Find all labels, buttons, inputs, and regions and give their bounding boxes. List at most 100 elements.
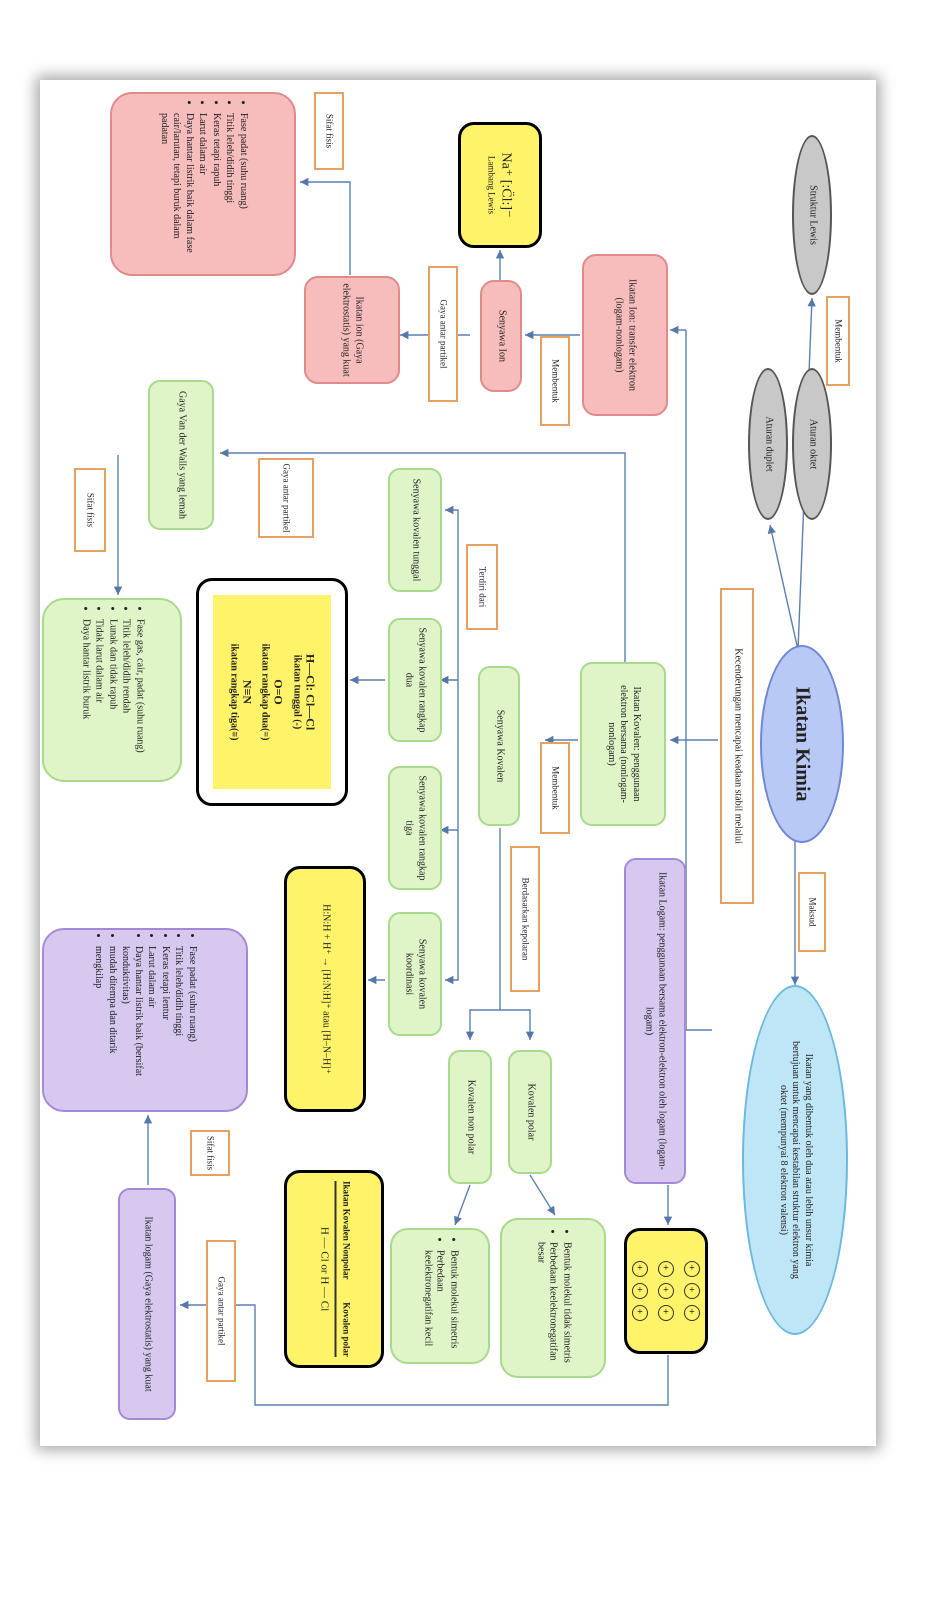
- lattice-ion: +: [632, 1283, 648, 1299]
- lambang-lewis-text: Lambang Lewis: [486, 155, 497, 215]
- box-sifat-kov: Fase gas, cair, padat (suhu ruang) Titik…: [42, 598, 182, 782]
- box-sifat-ion: Fase padat (suhu ruang) Titik leleh/didi…: [110, 92, 296, 276]
- node-ikatan-ion-kuat: Ikatan ion (Gaya elektrostatis) yang kua…: [304, 276, 400, 384]
- sifat-ion-item: Larut dalam air: [196, 113, 208, 269]
- metal-lattice-grid: + + + + + + + + +: [631, 1261, 701, 1321]
- koordinasi-content: H:N:H + H⁺ → [H:N:H]⁺ atau [H–N–H]⁺: [319, 874, 332, 1104]
- lewis-na-cl-text: Na⁺ [:C̈l:]⁻: [498, 152, 514, 218]
- node-kovalen-nonpolar: Kovalen non polar: [448, 1050, 492, 1184]
- sifat-fisis-kov-text: Sifat fisis: [85, 492, 96, 528]
- lattice-ion: +: [658, 1261, 674, 1277]
- sifat-kov-content: Fase gas, cair, padat (suhu ruang) Titik…: [78, 605, 147, 775]
- lattice-ion: +: [658, 1305, 674, 1321]
- box-polar-props: Bentuk molekul tidak simetris Perbedaan …: [500, 1218, 606, 1378]
- lattice-ion: +: [632, 1305, 648, 1321]
- label-gaya-antar-kov: Gaya antar partikel: [258, 458, 314, 538]
- node-kov-tiga: Senyawa kovalen rangkap tiga: [388, 766, 442, 890]
- membentuk-top-text: Membentuk: [833, 319, 844, 363]
- bond-types-content: H—Cl: Cl—Cl ikatan tunggal (-) O=O ikata…: [227, 594, 317, 790]
- bond-rangkap-dua: ikatan rangkap dua(=): [259, 643, 271, 741]
- polar-scale-content: Ikatan Kovalen Nonpolar Kovalen polar H …: [317, 1181, 352, 1357]
- sifat-kov-item: Fase gas, cair, padat (suhu ruang): [133, 619, 145, 775]
- nonpolar-item: Perbedaan keelektronegatifan kecil: [421, 1250, 446, 1356]
- bond-types-fill: [213, 595, 331, 789]
- sifat-logam-item: Fase padat (suhu ruang): [186, 946, 198, 1108]
- bond-tunggal: ikatan tunggal (-): [291, 654, 303, 730]
- polar-scale-arrow: [334, 1181, 337, 1357]
- gaya-antar-ion-text: Gaya antar partikel: [438, 299, 449, 369]
- kov-tunggal-text: Senyawa kovalen tunggal: [410, 478, 422, 582]
- box-lambang-lewis: Na⁺ [:C̈l:]⁻ Lambang Lewis: [458, 122, 542, 248]
- koordinasi-left: H:N:H + H⁺: [320, 904, 332, 955]
- aturan-duplet-text: Aturan duplet: [763, 416, 775, 472]
- polar-scale-left: Ikatan Kovalen Nonpolar: [341, 1181, 352, 1280]
- struktur-lewis-text: Struktur Lewis: [807, 185, 819, 245]
- label-gaya-antar-ion: Gaya antar partikel: [428, 266, 458, 402]
- polar-item: Perbedaan keelektronegatifan besar: [534, 1242, 559, 1368]
- sifat-logam-item: mengkilap: [92, 946, 105, 1108]
- node-senyawa-ion: Senyawa Ion: [480, 280, 522, 392]
- sifat-logam-item: Keras tetapi lentur: [159, 946, 171, 1108]
- node-van-der-waals: Gaya Van der Walls yang lemah: [148, 380, 214, 530]
- box-nonpolar-props: Bentuk molekul simetris Perbedaan keelek…: [390, 1228, 490, 1364]
- box-sifat-logam: Fase padat (suhu ruang) Titik leleh/didi…: [42, 928, 248, 1112]
- bond-rangkap-tiga: ikatan rangkap tiga(≡): [228, 643, 240, 741]
- label-membentuk-kov: Membentuk: [540, 742, 570, 834]
- sifat-kov-item: Tidak larut dalam air: [92, 619, 105, 775]
- node-ikatan-ion: Ikatan Ion: transfer elektron (logam-non…: [582, 254, 668, 416]
- oval-struktur-lewis: Struktur Lewis: [792, 135, 832, 295]
- label-gaya-antar-logam: Gaya antar partikel: [206, 1240, 236, 1382]
- sifat-kov-item: Daya hantar listrik buruk: [79, 619, 91, 775]
- ikatan-ion-kuat-text: Ikatan ion (Gaya elektrostatis) yang kua…: [341, 283, 365, 377]
- label-kecenderungan: Kecenderungan mencapai keadaan stabil me…: [720, 588, 754, 904]
- sifat-kov-item: Titik leleh/didih rendah: [119, 619, 132, 775]
- label-terdiri-dari: Terdiri dari: [466, 544, 498, 630]
- aturan-oktet-text: Aturan oktet: [807, 418, 819, 470]
- sifat-logam-item: mudah ditempa dan ditarik: [106, 946, 118, 1108]
- sifat-logam-content: Fase padat (suhu ruang) Titik leleh/didi…: [91, 932, 199, 1108]
- lattice-ion: +: [658, 1283, 674, 1299]
- van-der-waals-text: Gaya Van der Walls yang lemah: [176, 391, 188, 519]
- node-ikatan-logam-kuat: Ikatan logam (Gaya elektrostatis) yang k…: [118, 1188, 176, 1420]
- ikatan-logam-kuat-text: Ikatan logam (Gaya elektrostatis) yang k…: [142, 1216, 154, 1392]
- kov-tiga-text: Senyawa kovalen rangkap tiga: [404, 775, 428, 881]
- gaya-antar-kov-text: Gaya antar partikel: [281, 463, 292, 533]
- lattice-ion: +: [632, 1261, 648, 1277]
- koordinasi-right: [H:N:H]⁺ atau [H–N–H]⁺: [320, 969, 332, 1074]
- sifat-kov-item: Lunak dan tidak rapuh: [106, 619, 118, 775]
- ikatan-logam-text: Ikatan Logam: penggunaan bersama elektro…: [644, 872, 668, 1170]
- sifat-ion-content: Fase padat (suhu ruang) Titik leleh/didi…: [156, 99, 250, 269]
- box-metal-lattice: + + + + + + + + +: [624, 1228, 708, 1354]
- polar-props-content: Bentuk molekul tidak simetris Perbedaan …: [533, 1228, 574, 1368]
- lattice-ion: +: [684, 1305, 700, 1321]
- sifat-ion-item: Fase padat (suhu ruang): [236, 113, 249, 269]
- senyawa-kovalen-text: Senyawa Kovalen: [494, 709, 506, 783]
- kecenderungan-text: Kecenderungan mencapai keadaan stabil me…: [732, 648, 744, 844]
- node-kov-tunggal: Senyawa kovalen tunggal: [388, 468, 442, 592]
- maksud-text: Maksud: [807, 897, 818, 927]
- label-sifat-fisis-logam: Sifat fisis: [190, 1130, 230, 1176]
- sifat-logam-list: Fase padat (suhu ruang) Titik leleh/didi…: [92, 932, 199, 1108]
- polar-list: Bentuk molekul tidak simetris Perbedaan …: [534, 1228, 572, 1368]
- polar-scale-molecule: H — Cl or H — Cl: [318, 1226, 331, 1312]
- label-sifat-fisis-kov: Sifat fisis: [74, 468, 106, 552]
- sifat-ion-item: Keras tetapi rapuh: [209, 113, 222, 269]
- sifat-fisis-ion-text: Sifat fisis: [324, 113, 335, 149]
- definition-oval: Ikatan yang dibentuk oleh dua atau lebih…: [742, 985, 848, 1335]
- ikatan-ion-text: Ikatan Ion: transfer elektron (logam-non…: [614, 279, 638, 391]
- polar-scale-ends: Ikatan Kovalen Nonpolar Kovalen polar: [340, 1181, 352, 1357]
- root-ikatan-kimia: Ikatan Kimia: [760, 645, 844, 843]
- oval-aturan-oktet: Aturan oktet: [792, 368, 832, 520]
- gaya-antar-logam-text: Gaya antar partikel: [216, 1276, 227, 1346]
- sifat-logam-item: Daya hantar listrik baik (bersifat kondu…: [119, 946, 145, 1108]
- node-kov-dua: Senyawa kovalen rangkap dua: [388, 618, 442, 742]
- kov-koordinasi-text: Senyawa kovalen koordinasi: [404, 938, 428, 1010]
- bond-o-o: O=O: [271, 679, 286, 705]
- lattice-ion: +: [684, 1261, 700, 1277]
- sifat-logam-item: Larut dalam air: [145, 946, 158, 1108]
- lattice-ion: +: [684, 1283, 700, 1299]
- node-ikatan-logam: Ikatan Logam: penggunaan bersama elektro…: [624, 858, 686, 1184]
- koordinasi-arrow-icon: →: [320, 956, 332, 970]
- label-berdasarkan: Berdasarkan kepolaran: [510, 846, 540, 992]
- lewis-structure: Na⁺ [:C̈l:]⁻ Lambang Lewis: [486, 130, 515, 240]
